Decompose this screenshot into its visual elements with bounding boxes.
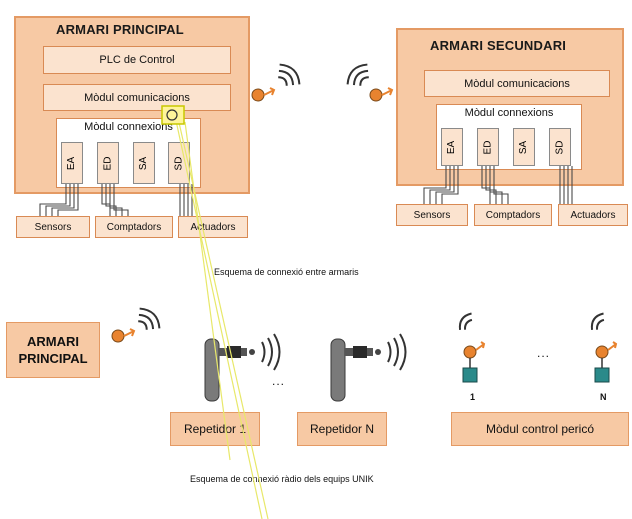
io-sensors-right: Sensors (396, 204, 468, 226)
antenna-icon (346, 63, 394, 102)
io-actuators-right: Actuadors (558, 204, 628, 226)
repeater-1-icon (204, 333, 281, 402)
slot-ea: EA (61, 142, 83, 184)
caption-cabinet-connection: Esquema de connexió entre armaris (214, 267, 359, 277)
plc-module: PLC de Control (43, 46, 231, 74)
nodes-ellipsis: ... (537, 346, 551, 360)
secondary-slot-sa: SA (513, 128, 535, 166)
slot-sa: SA (133, 142, 155, 184)
caption-radio-connection: Esquema de connexió ràdio dels equips UN… (190, 474, 374, 484)
io-sensors-left: Sensors (16, 216, 90, 238)
slot-sd: SD (168, 142, 190, 184)
node-1-icon (458, 312, 486, 383)
secondary-cabinet-title: ARMARI SECUNDARI (430, 38, 567, 53)
io-counters-right: Comptadors (474, 204, 552, 226)
slot-ed: ED (97, 142, 119, 184)
repeater-n-box: Repetidor N (297, 412, 387, 446)
io-actuators-left: Actuadors (178, 216, 248, 238)
connections-module-label: Mòdul connexions (84, 121, 173, 133)
radio-main-cabinet: ARMARI PRINCIPAL (6, 322, 100, 378)
main-cabinet-title: ARMARI PRINCIPAL (56, 22, 184, 37)
control-module-box: Mòdul control pericó (451, 412, 629, 446)
secondary-wiring (423, 166, 573, 204)
main-wiring (39, 184, 193, 216)
secondary-slot-ea: EA (441, 128, 463, 166)
antenna-icon (111, 307, 161, 343)
annotation-marker-icon (161, 105, 185, 125)
radio-main-cabinet-line2: PRINCIPAL (18, 351, 88, 366)
secondary-slot-ed: ED (477, 128, 499, 166)
comm-module: Mòdul comunicacions (43, 84, 231, 111)
repeater-n-icon (330, 333, 407, 402)
radio-main-cabinet-line1: ARMARI (27, 334, 79, 349)
annotation-pointer-lines (174, 115, 269, 519)
secondary-comm-module: Mòdul comunicacions (424, 70, 610, 97)
node-n-icon (590, 312, 618, 383)
node-n-label: N (600, 392, 607, 402)
repeaters-ellipsis: ... (272, 374, 286, 388)
antenna-icon (251, 63, 301, 102)
io-counters-left: Comptadors (95, 216, 173, 238)
node-1-label: 1 (470, 392, 476, 402)
secondary-slot-sd: SD (549, 128, 571, 166)
secondary-connections-label: Mòdul connexions (464, 107, 554, 119)
